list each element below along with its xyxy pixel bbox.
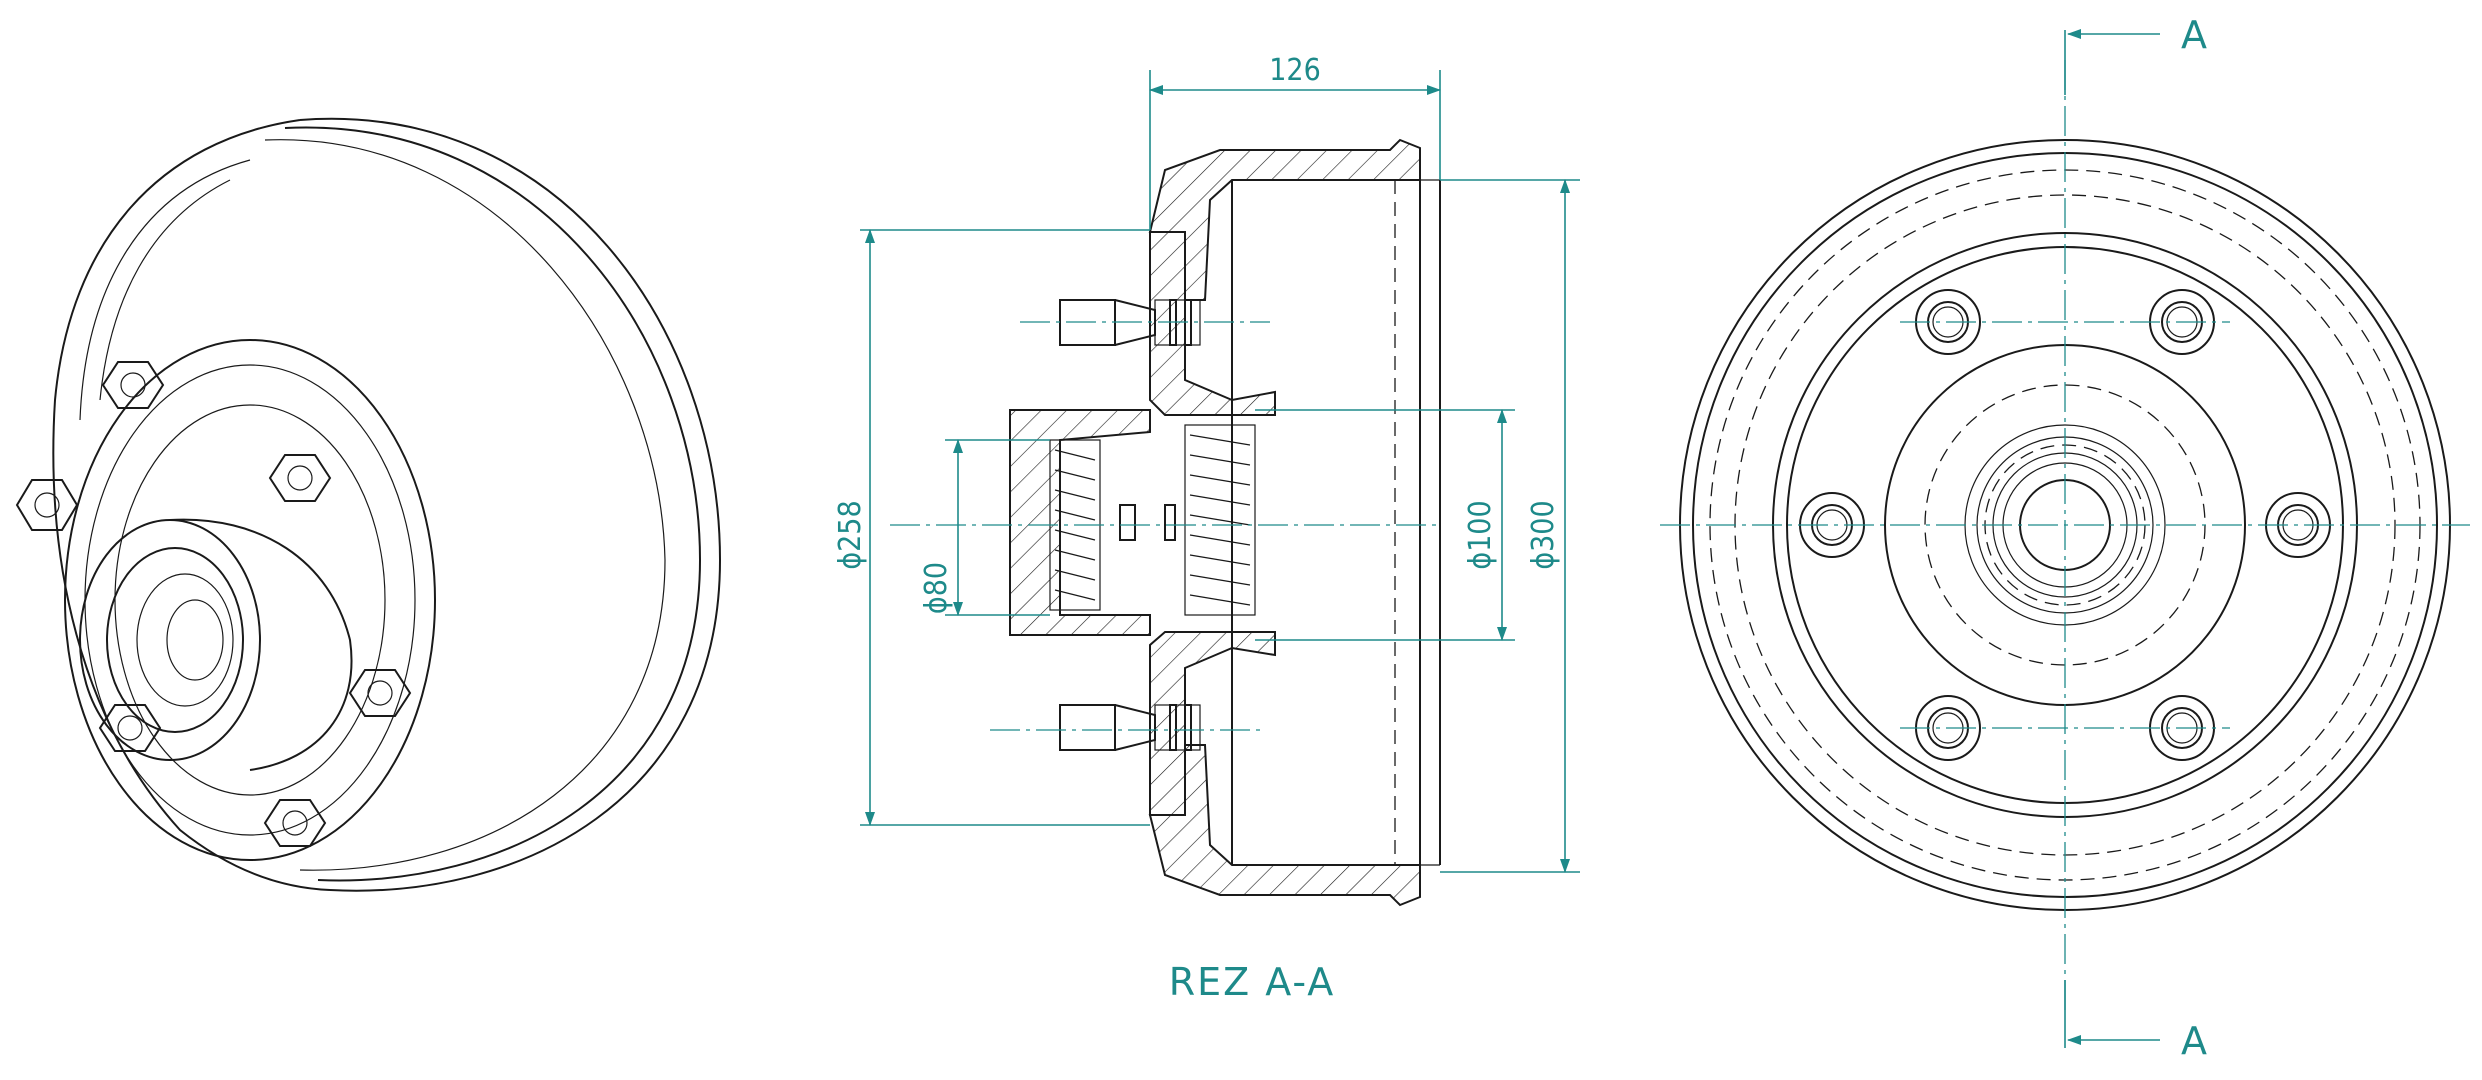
dim-258-label: ϕ258 [833, 500, 868, 569]
front-view: A A [1660, 13, 2470, 1063]
wheel-nut [98, 704, 162, 752]
stud-bottom [1059, 704, 1201, 751]
dim-80-label: ϕ80 [919, 562, 954, 614]
wheel-nut [15, 479, 79, 531]
wheel-nut [101, 361, 165, 409]
wheel-nut [268, 454, 332, 502]
dimension-dia-258: ϕ258 [833, 229, 1150, 826]
dimension-126: 126 [1149, 53, 1441, 230]
section-marker-top: A [2064, 13, 2209, 95]
dimension-dia-100: ϕ100 [1255, 409, 1515, 641]
wheel-nut [348, 669, 412, 717]
isometric-view [15, 117, 722, 892]
dim-100-label: ϕ100 [1463, 500, 1498, 569]
section-view: 126 ϕ258 ϕ80 ϕ100 ϕ300 REZ A-A [833, 53, 1580, 1004]
cut-label-top: A [2181, 13, 2209, 57]
wheel-nut [263, 799, 327, 847]
dimension-dia-80: ϕ80 [919, 439, 1050, 616]
section-caption: REZ A-A [1169, 960, 1336, 1004]
section-marker-bottom: A [2064, 980, 2209, 1063]
dimension-dia-300: ϕ300 [1440, 179, 1580, 873]
dim-300-label: ϕ300 [1526, 500, 1561, 569]
dim-126-label: 126 [1269, 53, 1321, 88]
cut-label-bottom: A [2181, 1019, 2209, 1063]
